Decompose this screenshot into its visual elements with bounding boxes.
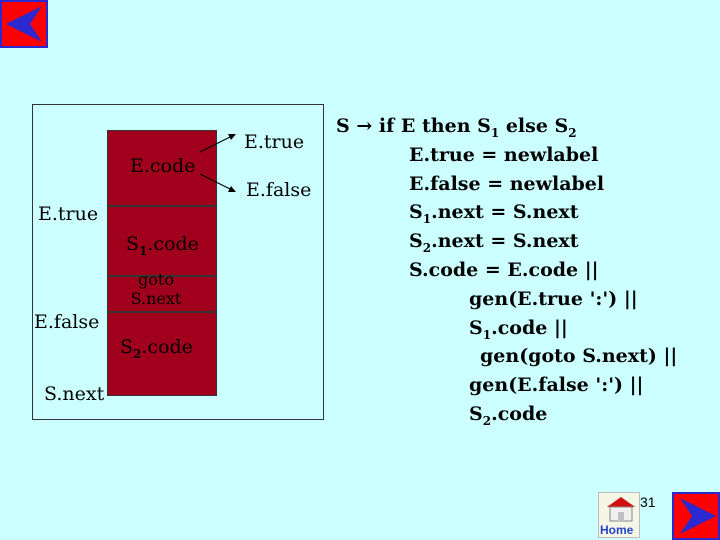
house-icon (607, 497, 635, 522)
page-number: 31 (640, 494, 656, 510)
rule-s2-next: S2.next = S.next (409, 230, 579, 256)
rule-s-code: S.code = E.code || (409, 258, 599, 281)
target-label-etrue: E.true (244, 131, 305, 153)
arrow-right-icon (680, 498, 716, 534)
rule-etrue: E.true = newlabel (409, 143, 599, 166)
code-block-e-code (107, 130, 217, 206)
code-layout-frame (32, 104, 324, 420)
block-label-s2-code: S2.code (120, 336, 193, 361)
side-label-efalse: E.false (34, 311, 100, 333)
home-label: Home (600, 523, 634, 537)
side-label-snext: S.next (44, 383, 105, 405)
semantic-rules: S → if E then S1 else S2 E.true = newlab… (336, 112, 678, 429)
rule-gen-etrue: gen(E.true ':') || (469, 287, 638, 310)
block-label-goto-snext: goto S.next (130, 270, 182, 308)
rule-gen-goto: gen(goto S.next) || (480, 345, 678, 368)
rule-s1-code: S1.code || (469, 316, 568, 342)
production-rule: S → if E then S1 else S2 (336, 115, 577, 140)
previous-slide-button[interactable] (0, 0, 48, 48)
arrow-left-icon (6, 6, 42, 42)
block-label-s1-code: S1.code (126, 233, 199, 258)
arrow-to-etrue (199, 135, 233, 153)
rule-efalse: E.false = newlabel (409, 172, 605, 195)
arrow-head-etrue (228, 134, 236, 140)
side-label-etrue: E.true (38, 203, 99, 225)
next-slide-button[interactable] (672, 492, 720, 540)
target-label-efalse: E.false (246, 179, 312, 201)
code-block-goto-snext (107, 276, 217, 312)
rule-s2-code: S2.code (469, 402, 548, 428)
home-button[interactable]: Home (598, 492, 640, 538)
code-block-s2-code (107, 312, 217, 396)
arrow-head-efalse (228, 186, 236, 192)
rule-gen-efalse: gen(E.false ':') || (469, 374, 644, 397)
arrow-to-efalse (199, 173, 233, 191)
block-label-e-code: E.code (130, 155, 196, 177)
code-block-s1-code (107, 206, 217, 276)
rule-s1-next: S1.next = S.next (409, 201, 579, 227)
